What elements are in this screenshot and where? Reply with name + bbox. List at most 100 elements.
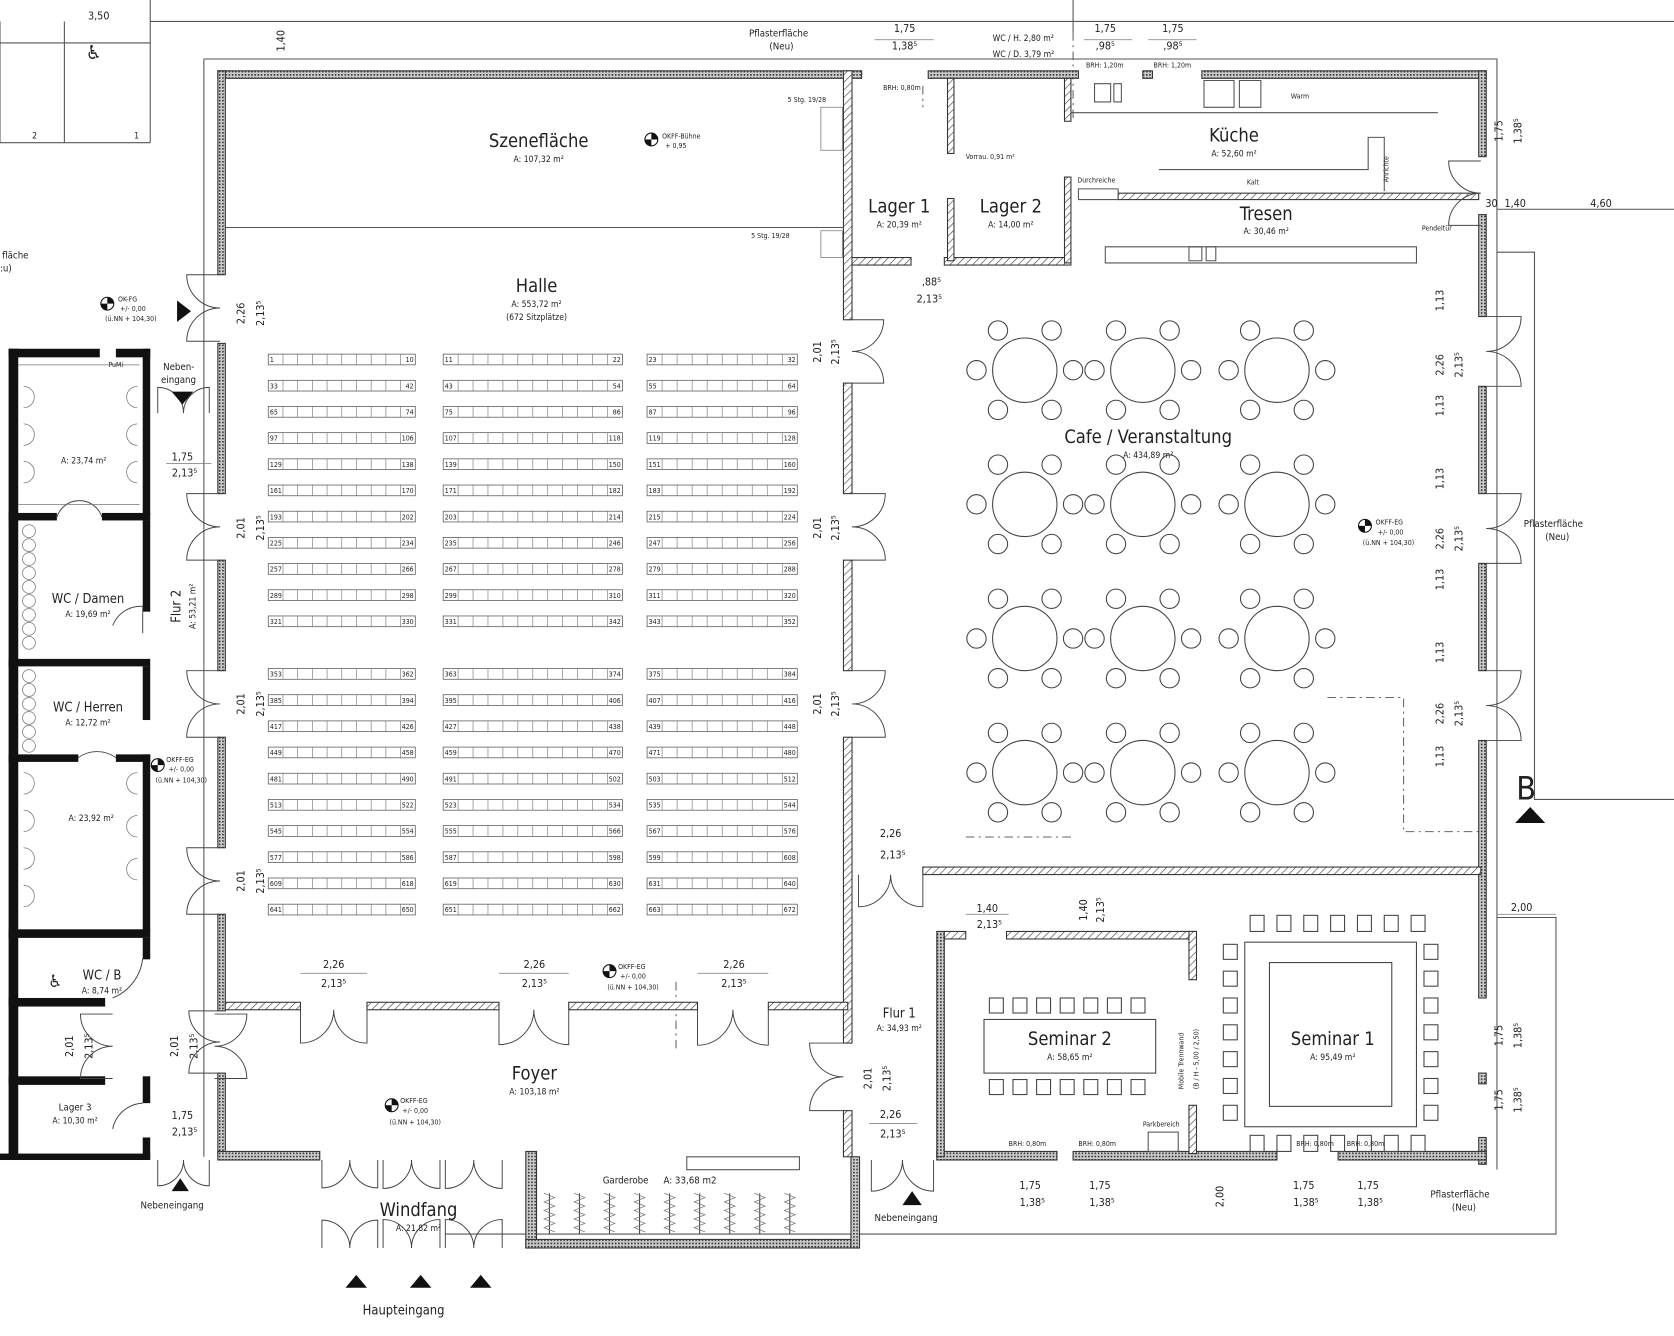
seat-number: 417	[270, 723, 282, 731]
seat-number: 662	[609, 906, 621, 914]
seat-number: 215	[649, 513, 661, 521]
seat-number: 598	[609, 854, 621, 862]
seat-number: 246	[609, 539, 621, 547]
room-area: A: 12,72 m²	[65, 718, 110, 728]
room-labels: Szenefläche A: 107,32 m² Halle A: 553,72…	[52, 126, 1375, 1234]
seat-number: 406	[609, 697, 621, 705]
chair	[1106, 997, 1122, 1014]
seat-number: 119	[649, 435, 661, 443]
table-top	[1110, 337, 1176, 403]
level-value: +/- 0,00	[402, 1107, 428, 1115]
dimension: 1,75	[1293, 1179, 1314, 1192]
round-table	[966, 320, 1084, 421]
seat-number: 42	[406, 382, 414, 390]
interior-walls	[224, 70, 1482, 1171]
room-name-lager-1: Lager 1	[868, 196, 930, 217]
chair	[987, 454, 1009, 475]
seat-number: 289	[270, 592, 282, 600]
seat-number: 599	[649, 854, 661, 862]
chair	[1410, 1134, 1426, 1152]
toilet-fixture	[22, 538, 36, 552]
chair	[1239, 802, 1261, 823]
chair	[1012, 1078, 1028, 1096]
room-name-kueche: Küche	[1209, 126, 1259, 147]
chair	[1276, 1134, 1292, 1152]
seat-number: 106	[402, 435, 414, 443]
coat-hangers	[603, 1192, 616, 1233]
dimension: 2,26	[1433, 703, 1446, 724]
wc-d-label: WC / D. 3,79 m²	[993, 50, 1055, 60]
seat-number: 385	[270, 697, 282, 705]
seat-number: 96	[788, 409, 796, 417]
toilet-fixture	[22, 711, 36, 725]
table-top	[992, 337, 1058, 403]
round-table	[1084, 588, 1202, 689]
double-door	[1486, 493, 1522, 564]
chair	[1159, 668, 1180, 689]
table-top	[992, 739, 1058, 806]
seat-number: 448	[784, 723, 796, 731]
garderobe-racks	[543, 1192, 797, 1235]
chair	[1059, 1078, 1075, 1096]
seat-number: 128	[784, 435, 796, 443]
dimension: 1,75	[1019, 1179, 1040, 1192]
chair	[1105, 320, 1127, 341]
entrance-arrow	[409, 1274, 432, 1288]
chair	[1084, 628, 1105, 649]
round-table	[966, 454, 1084, 555]
nebeneingang-label: Nebeneingang	[141, 1200, 204, 1211]
dimension: 2,26	[880, 827, 901, 840]
dimension: 2,13⁵	[829, 515, 842, 540]
round-table	[966, 588, 1084, 689]
toilet-fixture	[22, 622, 36, 636]
chair	[1356, 914, 1372, 932]
chair	[1218, 360, 1239, 381]
chair	[1159, 533, 1180, 555]
dimension: 2,01	[861, 1068, 874, 1089]
chair	[987, 399, 1009, 421]
nebeneingang-label: Neben-	[163, 362, 194, 373]
level-value: +/- 0,00	[120, 305, 146, 313]
seat-number: 182	[609, 487, 621, 495]
table-top	[1244, 605, 1310, 672]
round-table	[1084, 722, 1202, 823]
chair	[1105, 454, 1127, 475]
dimension: 1,75	[894, 22, 915, 35]
room-area: A: 10,30 m²	[52, 1117, 97, 1127]
dimension: 1,38⁵	[1293, 1196, 1318, 1209]
seat-number: 374	[609, 671, 621, 679]
dimension: 2,01	[63, 1036, 76, 1057]
chair	[1293, 454, 1314, 475]
chair	[1222, 970, 1238, 987]
dimension: 1,75	[1089, 1179, 1110, 1192]
dimension: 2,26	[1433, 354, 1446, 375]
seat-number: 342	[609, 618, 621, 626]
pflasterflaeche-neu: (Neu)	[1452, 1202, 1476, 1213]
double-door	[852, 493, 886, 561]
seat-number: 608	[784, 854, 796, 862]
stairs-label: 5 Stg. 19/28	[788, 96, 826, 104]
chair	[1041, 802, 1062, 823]
chair	[1041, 399, 1062, 421]
chair	[966, 762, 987, 783]
seat-number: 247	[649, 539, 661, 547]
chair	[1105, 588, 1127, 609]
seat-number: 161	[270, 487, 282, 495]
chair	[1180, 360, 1202, 381]
chair	[1106, 1078, 1122, 1096]
chair	[1239, 588, 1261, 609]
table-top	[1110, 471, 1176, 538]
seat-number: 566	[609, 828, 621, 836]
seat-number: 439	[649, 723, 661, 731]
chair	[987, 668, 1009, 689]
